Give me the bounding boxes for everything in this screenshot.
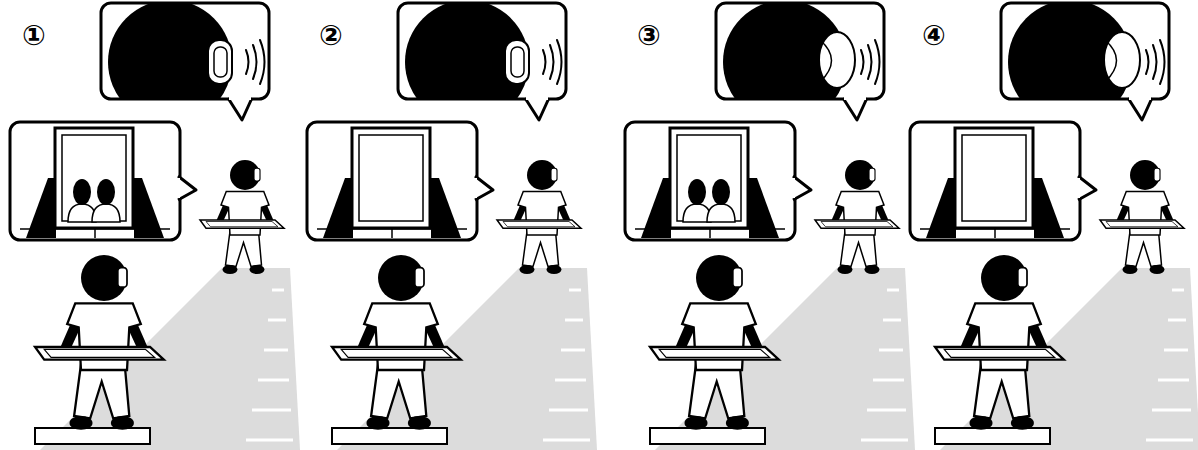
callout-number: ④ xyxy=(922,22,946,50)
scene-panel xyxy=(625,0,915,450)
scene-panel xyxy=(307,0,597,450)
callout-number: ② xyxy=(319,22,343,50)
callout-number: ③ xyxy=(637,22,661,50)
scene-panel xyxy=(910,0,1198,450)
scene-panel xyxy=(10,0,300,450)
callout-number: ① xyxy=(22,22,46,50)
